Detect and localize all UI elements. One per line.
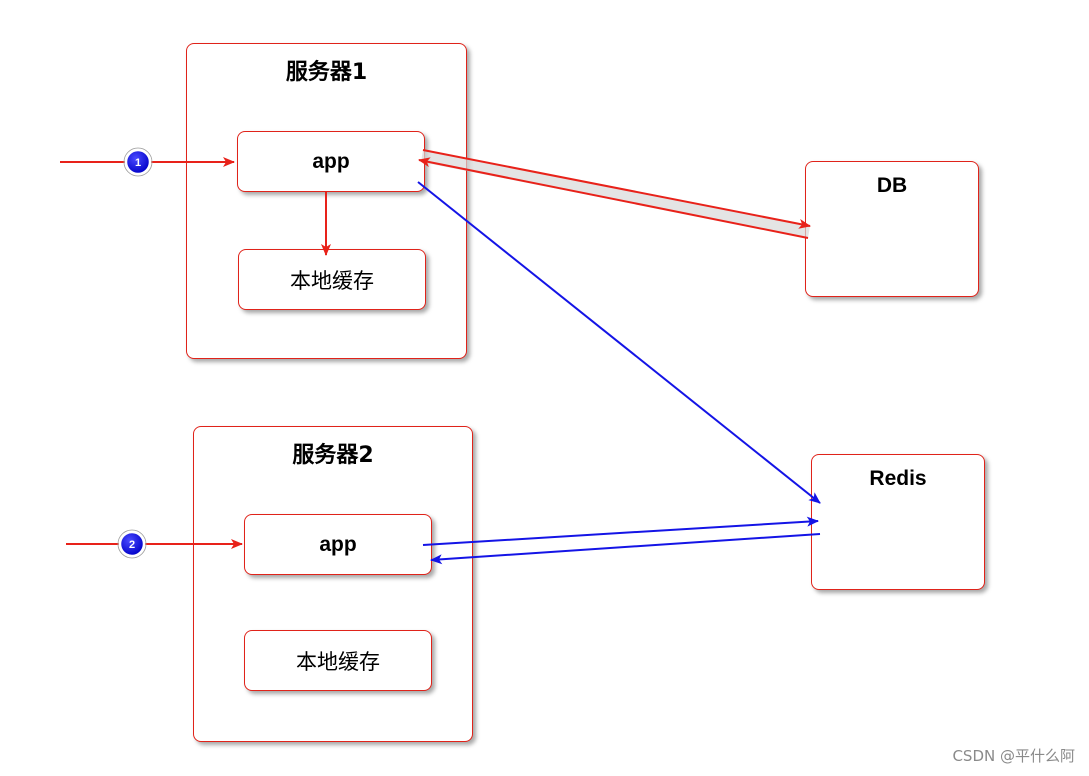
app1-db-band-fill	[421, 150, 810, 238]
server2-title: 服务器2	[292, 443, 374, 468]
db-box: DB	[805, 161, 979, 297]
redis-title: Redis	[869, 467, 927, 490]
server1-app-label: app	[312, 149, 350, 173]
db-to-app1-arrow	[418, 157, 809, 239]
server1-title: 服务器1	[285, 60, 368, 85]
redis-box: Redis	[811, 454, 985, 590]
server2-cache-label: 本地缓存	[296, 649, 380, 674]
server1-cache-label: 本地缓存	[290, 268, 374, 293]
app1-to-redis-arrow	[417, 181, 821, 504]
redis-to-app2-arrow	[430, 533, 821, 565]
marker-2: 2	[117, 529, 147, 559]
app1-to-db-arrow	[422, 149, 811, 229]
marker-2-label: 2	[129, 539, 135, 551]
server1-cache-node: 本地缓存	[238, 249, 426, 310]
server2-app-label: app	[319, 532, 357, 556]
marker-1: 1	[123, 147, 153, 177]
server1-app-node: app	[237, 131, 425, 192]
server2-cache-node: 本地缓存	[244, 630, 432, 691]
server2-app-node: app	[244, 514, 432, 575]
app2-to-redis-arrow	[422, 516, 819, 546]
db-title: DB	[876, 174, 908, 197]
marker-1-label: 1	[135, 157, 141, 169]
watermark: CSDN @平什么阿	[952, 747, 1075, 765]
